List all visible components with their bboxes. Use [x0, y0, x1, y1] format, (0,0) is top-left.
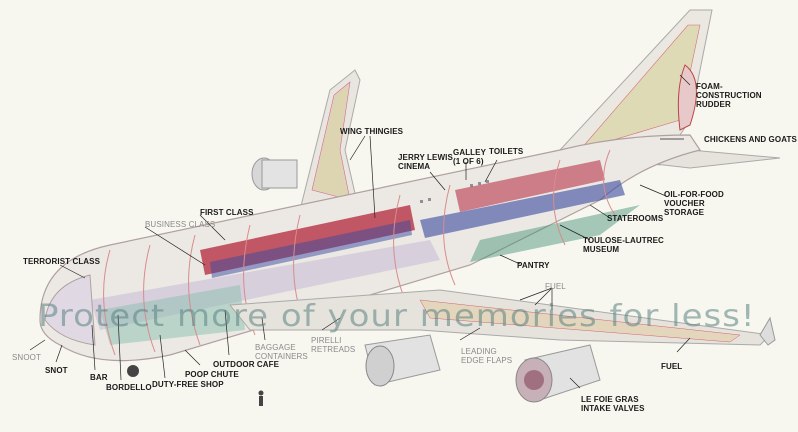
label-galley: GALLEY (1 OF 6) — [453, 148, 487, 166]
label-outdoor-cafe: OUTDOOR CAFE — [213, 360, 280, 369]
label-toulouse-lautrec: TOULOSE-LAUTREC MUSEUM — [583, 236, 664, 254]
label-jerry-lewis-cinema: JERRY LEWIS CINEMA — [398, 153, 453, 171]
label-first-class: FIRST CLASS — [200, 208, 254, 217]
label-poop-chute: POOP CHUTE — [185, 370, 239, 379]
label-baggage-containers: BAGGAGE CONTAINERS — [255, 343, 308, 361]
label-snot: SNOT — [45, 366, 68, 375]
engine-outer — [515, 344, 601, 403]
label-pirelli-retreads: PIRELLI RETREADS — [311, 336, 356, 354]
label-staterooms: STATEROOMS — [607, 214, 664, 223]
watermark: Protect more of your memories for less! — [38, 298, 756, 334]
nose-gear — [127, 365, 139, 377]
label-leading-edge-flaps: LEADING EDGE FLAPS — [461, 347, 513, 365]
tail-fin — [558, 9, 713, 166]
label-fuel-lower: FUEL — [661, 362, 683, 371]
label-bordello: BORDELLO — [106, 383, 152, 392]
label-snoot: SNOOT — [12, 353, 41, 362]
near-wing — [229, 289, 776, 346]
label-bar: BAR — [90, 373, 108, 382]
engine-inner — [364, 334, 441, 387]
person-figure — [258, 390, 264, 406]
label-le-foie-gras: LE FOIE GRAS INTAKE VALVES — [581, 395, 645, 413]
label-chickens-goats: CHICKENS AND GOATS — [704, 135, 797, 144]
leader-lines — [29, 74, 691, 389]
label-duty-free-shop: DUTY-FREE SHOP — [152, 380, 224, 389]
label-terrorist-class: TERRORIST CLASS — [23, 257, 101, 266]
far-wing — [251, 69, 361, 216]
label-wing-thingies: WING THINGIES — [340, 127, 404, 136]
label-foam-rudder: FOAM- CONSTRUCTION RUDDER — [696, 82, 762, 109]
label-oil-for-food: OIL-FOR-FOOD VOUCHER STORAGE — [664, 190, 724, 217]
label-business-class: BUSINESS CLASS — [145, 220, 216, 229]
label-fuel-upper: FUEL — [545, 282, 566, 291]
label-toilets: TOILETS — [489, 147, 524, 156]
label-pantry: PANTRY — [517, 261, 550, 270]
fuselage — [39, 134, 701, 362]
